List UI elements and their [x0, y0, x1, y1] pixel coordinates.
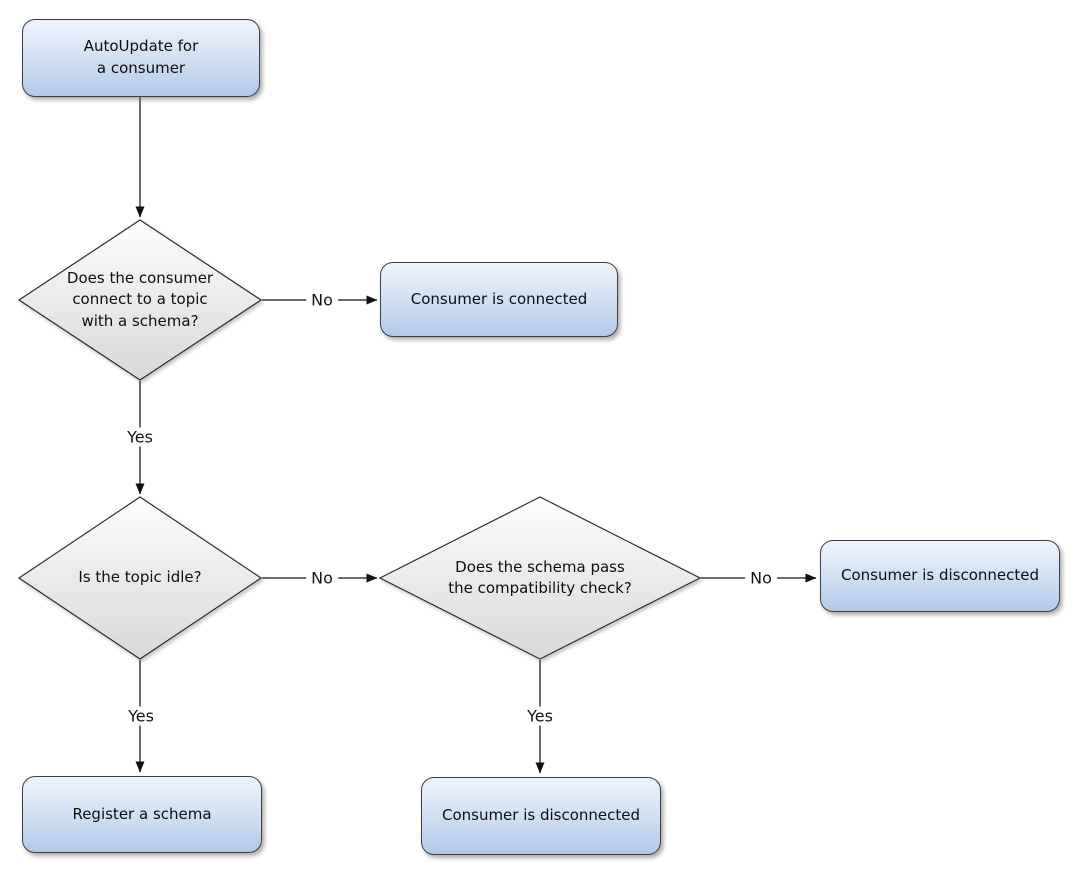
node-consumer-connected: Consumer is connected: [380, 262, 618, 337]
node-autoupdate-start: AutoUpdate for a consumer: [22, 19, 260, 97]
decision-shape-topic-idle: [17, 496, 263, 660]
edge-label-yes-topic-idle: Yes: [122, 427, 158, 447]
decision-shape-connect-schema: [17, 219, 263, 381]
node-consumer-disconnected-right: Consumer is disconnected: [820, 540, 1060, 612]
edge-label-yes-consumer-disconnected: Yes: [522, 706, 558, 726]
node-register-schema: Register a schema: [22, 776, 262, 853]
edge-label-no-consumer-disconnected: No: [745, 568, 777, 588]
decision-shape-compatibility-check: [378, 496, 702, 660]
node-consumer-disconnected-bottom: Consumer is disconnected: [421, 777, 661, 855]
edge-label-no-compatibility-check: No: [306, 568, 338, 588]
edge-label-no-consumer-connected: No: [306, 290, 338, 310]
edge-label-yes-register-schema: Yes: [123, 706, 159, 726]
